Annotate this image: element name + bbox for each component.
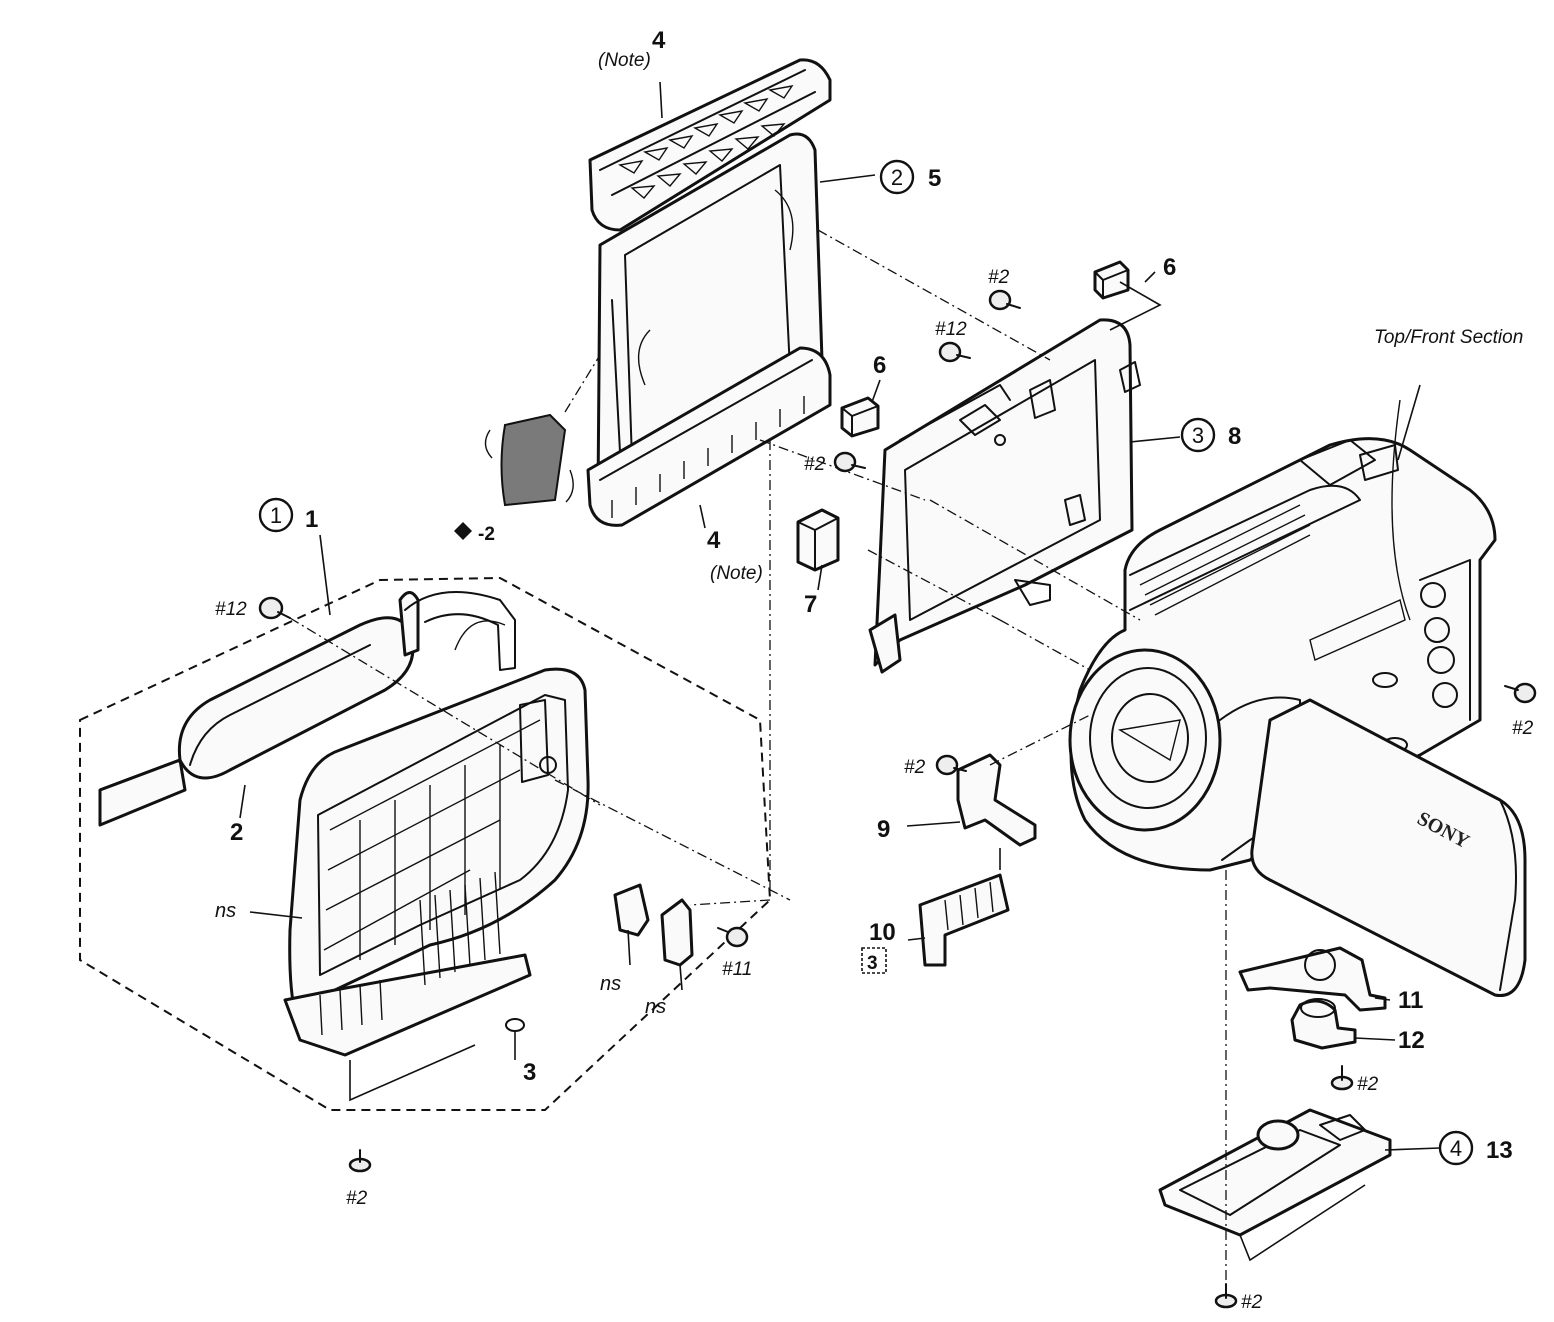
label-part-6-b: 6 <box>873 352 886 379</box>
screw-label-2-bracket: #2 <box>904 757 926 778</box>
part-2-grip-strap <box>98 591 516 827</box>
screw-label-2-right: #2 <box>1512 718 1534 739</box>
label-part-13: 13 <box>1486 1137 1513 1164</box>
screw-2-base <box>1330 1065 1354 1091</box>
label-part-3: 3 <box>523 1059 536 1086</box>
ref-3-text: 3 <box>1192 423 1204 448</box>
screw-label-12-left: #12 <box>215 599 247 620</box>
part-4-bottom-grip-rubber <box>586 346 832 527</box>
label-part-9: 9 <box>877 816 890 843</box>
part-7-block <box>796 508 840 572</box>
label-part-2: 2 <box>230 819 243 846</box>
ref-circle-1 <box>258 497 294 533</box>
part-4-top-grip-rubber <box>588 58 832 232</box>
screw-label-2-bottom-left: #2 <box>346 1188 368 1209</box>
screw-label-11: #11 <box>722 959 752 980</box>
screw-12-mid <box>938 341 971 363</box>
screw-2-top <box>988 289 1021 311</box>
ns-clip-b <box>660 898 694 967</box>
ref-4-text: 4 <box>1450 1136 1462 1161</box>
label-part-4-top: 4 <box>652 27 666 54</box>
label-part-10: 10 <box>869 919 896 946</box>
label-part-1: 1 <box>305 506 318 533</box>
label-ns-b: ns <box>600 973 621 995</box>
part-8-frame-chassis <box>868 318 1141 674</box>
diamond-icon <box>454 522 472 540</box>
screw-2-bottom-left <box>348 1149 372 1173</box>
screw-12-left <box>258 596 291 620</box>
leader-lines <box>239 81 1441 1151</box>
section-title: Top/Front Section <box>1374 327 1523 348</box>
screw-2-mid <box>833 451 866 473</box>
guide-lines <box>289 229 1366 1284</box>
part-3-washer <box>505 1018 525 1032</box>
note-bottom: (Note) <box>710 563 763 584</box>
label-ns-c: ns <box>645 996 666 1018</box>
part-10-cover <box>918 873 1010 967</box>
part-6-cushion-b <box>840 396 880 438</box>
screw-label-2-base: #2 <box>1357 1074 1379 1095</box>
screw-2-bracket <box>935 754 967 776</box>
label-part-7: 7 <box>804 591 817 618</box>
part-13-base-board <box>1158 1108 1392 1237</box>
ref-1-text: 1 <box>270 503 282 528</box>
label-part-4-bottom: 4 <box>707 527 721 554</box>
part-9-bracket <box>956 753 1037 847</box>
screw-2-bottom <box>1214 1283 1238 1309</box>
label-part-8: 8 <box>1228 423 1241 450</box>
screw-11 <box>717 926 749 948</box>
part-1-grip-housing <box>283 667 590 1057</box>
screw-label-2-mid: #2 <box>804 454 826 475</box>
ref-circle-3 <box>1180 417 1216 453</box>
label-part-6-a: 6 <box>1163 254 1176 281</box>
part-11-plate <box>1238 946 1387 1012</box>
screw-label-2-bottom: #2 <box>1241 1292 1263 1313</box>
part-12-motor <box>1290 998 1357 1050</box>
screw-2-right <box>1504 682 1537 704</box>
part-minus2-mesh-sheet <box>484 413 574 507</box>
label-minus-2: -2 <box>478 524 495 545</box>
label-part-5: 5 <box>928 165 941 192</box>
label-ns-a: ns <box>215 900 236 922</box>
note-top: (Note) <box>598 50 651 71</box>
ref-2-text: 2 <box>891 165 903 190</box>
part-6-cushion-a <box>1093 260 1130 300</box>
ref-circle-2 <box>879 159 915 195</box>
screw-label-2-top: #2 <box>988 267 1010 288</box>
ref-box-3-text: 3 <box>867 953 878 974</box>
lcd-panel: SONY <box>1250 698 1527 998</box>
ns-clip-a <box>613 883 650 937</box>
ref-circle-4 <box>1438 1130 1474 1166</box>
label-part-11: 11 <box>1398 987 1423 1014</box>
label-part-12: 12 <box>1398 1027 1425 1054</box>
screw-label-12-mid: #12 <box>935 319 967 340</box>
ref-box-3 <box>861 947 887 974</box>
